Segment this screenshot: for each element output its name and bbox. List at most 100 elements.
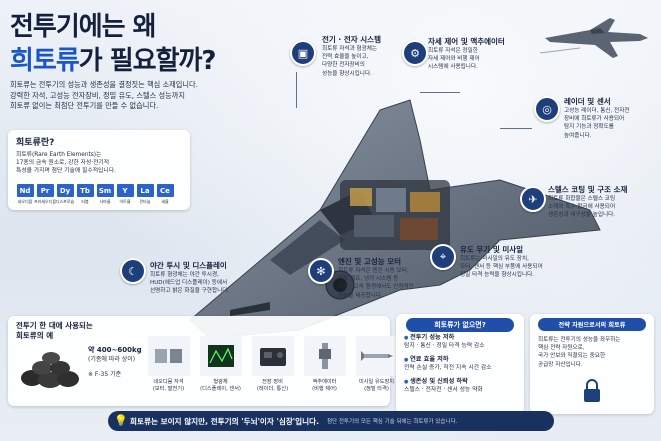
without-item-title: 전투기 성능 저하: [404, 334, 485, 343]
ree-heading: 희토류란?: [16, 138, 55, 148]
element-tile: Nd 네오디뮴: [16, 184, 34, 205]
ree-desc-line: 17종의 금속 원소로, 강한 자성·전기적: [16, 160, 110, 166]
lightbulb-icon: 💡: [114, 414, 128, 427]
usage-amount-value: 약 400~600kg: [88, 346, 142, 354]
callout-desc: 소재와 특수 합금에 사용되어: [548, 204, 616, 211]
element-name: 디스프로슘: [55, 199, 75, 204]
footer-banner: 💡 희토류는 보이지 않지만, 전투기의 '두뇌'이자 '심장'입니다. 첨단 …: [108, 411, 554, 431]
callout-desc: 시스템에 사용됩니다.: [428, 64, 478, 71]
part-name: 형광체: [213, 379, 228, 385]
callout-desc: 희토류 자석과 형광체는: [322, 46, 378, 52]
usage-heading: 전투기 한 대에 사용되는 희토류의 예: [16, 321, 93, 341]
callout-desc: 희토류 자석은 정밀한: [428, 48, 478, 54]
callout-stealth-text: 스텔스 코팅 및 구조 소재 희토류 화합물은 스텔스 코팅 소재와 특수 합금…: [548, 184, 627, 220]
usage-card: 전투기 한 대에 사용되는 희토류의 예 약 400~600kg (기종에 따라…: [8, 316, 398, 406]
connector-line: [296, 72, 298, 108]
strategic-desc-line: 핵심 전략 자원으로,: [538, 345, 585, 352]
part-use: (정밀 타격): [364, 386, 389, 392]
callout-radar: ◎: [534, 96, 560, 122]
callout-desc: 희토류 형광체는 야간 투시경,: [150, 272, 219, 278]
callout-guided-text: 유도 무기 및 미사일 희토류는 미사일의 유도 장치, 모터, 센서 등 핵심…: [460, 244, 543, 280]
callout-desc: 다양한 전자장비의: [322, 62, 365, 69]
title-line-2-rest: 가 필요할까?: [78, 46, 217, 76]
missile-icon: [355, 336, 398, 376]
callout-night-text: 야간 투시 및 디스플레이 희토류 형광체는 야간 투시경, HUD(헤드업 디…: [150, 260, 229, 296]
element-tile: La 란타늄: [136, 184, 154, 205]
element-name: 터븀: [81, 199, 89, 204]
actuator-icon: [303, 336, 346, 376]
callout-desc: 연료 펌프, 냉각 시스템 등: [338, 276, 399, 283]
callout-desc: 자세 제어와 비행 제어: [428, 56, 480, 63]
electronics-box-icon: [251, 336, 294, 376]
engine-fan-icon: ✻: [308, 258, 334, 284]
part-magnet: 네오디뮴 자석 (모터, 발전기): [146, 336, 191, 393]
strategic-desc-line: 희토류는 전투기의 성능을 좌우하는: [538, 337, 621, 343]
callout-desc: 선명하고 밝은 화질을 구현합니다.: [150, 288, 230, 295]
callout-desc: 정밀 타격 능력을 향상시킵니다.: [460, 272, 535, 279]
footer-sub-text: 첨단 전투기의 모든 핵심 기술 뒤에는 희토류가 있습니다.: [326, 419, 458, 425]
element-symbol: Sm: [96, 184, 114, 197]
element-name: 네오디뮴: [17, 199, 33, 204]
element-name: 프라세오디뮴: [33, 199, 57, 204]
callout-title: 레이더 및 센서: [564, 97, 611, 106]
ree-desc-line: 특성을 가지며 첨단 기술에 필수적입니다.: [16, 168, 116, 174]
chip-icon: ▣: [290, 40, 316, 66]
stealth-jet-icon: ✈: [520, 186, 546, 212]
usage-basis-note: ※ F-35 기준: [88, 371, 122, 378]
part-actuator: 액추에이터 (비행 제어): [302, 336, 347, 393]
callout-electric: ▣: [290, 40, 316, 66]
element-symbol: Nd: [16, 184, 34, 197]
element-tile: Tb 터븀: [76, 184, 94, 205]
parts-list: 네오디뮴 자석 (모터, 발전기) 형광체 (디스플레이, 센서) 전장 장비 …: [146, 336, 399, 393]
strategic-desc: 희토류는 전투기의 성능을 좌우하는 핵심 전략 자원으로, 국가 안보와 직결…: [538, 336, 621, 369]
fighter-jet-cutaway-image: [189, 99, 601, 339]
strategic-card: 전략 자원으로서의 희토류 희토류는 전투기의 성능을 좌우하는 핵심 전략 자…: [530, 314, 654, 414]
part-use: (모터, 발전기): [152, 386, 185, 392]
element-symbol: Y: [116, 184, 134, 197]
callout-desc: 희토류 화합물은 스텔스 코팅: [548, 196, 616, 202]
radar-dish-icon: ◎: [534, 96, 560, 122]
title-highlight: 희토류: [10, 46, 80, 76]
strategic-desc-line: 공급망 자산입니다.: [538, 361, 583, 368]
callout-desc: 탐지 기능과 정확도를: [564, 124, 614, 131]
element-symbol: Tb: [76, 184, 94, 197]
element-symbol: La: [136, 184, 154, 197]
callout-attitude: ⚙: [402, 40, 428, 66]
ree-info-card: 희토류란? 희토류(Rare Earth Elements)는 17종의 금속 …: [8, 130, 190, 210]
callout-desc: 장비에 희토류가 사용되어: [564, 116, 625, 123]
without-card: 희토류가 없으면? 전투기 성능 저하 탐지 · 통신 · 정밀 타격 능력 감…: [396, 314, 524, 414]
callout-desc: 고온 · 고속 환경에서도 안정적인: [338, 284, 414, 291]
strategic-desc-line: 국가 안보와 직결되는 중요한: [538, 353, 606, 360]
callout-desc: 성능을 향상시킵니다.: [322, 70, 372, 77]
connector-line: [470, 198, 520, 199]
without-item: 연료 효율 저하 전력 손실 증가, 작전 지속 시간 감소: [404, 356, 492, 372]
callout-guided: ⌖: [430, 244, 456, 270]
connector-line: [420, 92, 460, 93]
part-electronics: 전장 장비 (레이더, 통신): [250, 336, 295, 393]
callout-electric-text: 전기 · 전자 시스템 희토류 자석과 형광체는 전력 효율을 높이고, 다양한…: [322, 34, 381, 78]
element-name: 사마륨: [99, 199, 111, 204]
part-use: (디스플레이, 센서): [200, 386, 241, 392]
callout-desc: 높여줍니다.: [564, 132, 592, 139]
callout-title: 유도 무기 및 미사일: [460, 245, 524, 254]
strategic-title: 전략 자원으로서의 희토류: [538, 318, 646, 331]
ree-desc: 희토류(Rare Earth Elements)는 17종의 금속 원소로, 강…: [16, 151, 182, 175]
connector-line: [500, 128, 532, 129]
callout-desc: 모터, 센서 등 핵심 부품에 사용되어: [460, 264, 543, 271]
part-phosphor: 형광체 (디스플레이, 센서): [198, 336, 243, 393]
element-name: 란타늄: [139, 199, 151, 204]
callout-desc: 희토류는 미사일의 유도 장치,: [460, 256, 529, 262]
part-name: 네오디뮴 자석: [153, 379, 184, 385]
callout-night: ☾: [120, 258, 146, 284]
phosphor-icon: [199, 336, 242, 376]
callout-attitude-text: 자세 제어 및 액추에이터 희토류 자석은 정밀한 자세 제어와 비행 제어 시…: [428, 36, 505, 72]
title-line-2: 희토류가 필요할까?: [10, 40, 216, 77]
callout-title: 자세 제어 및 액추에이터: [428, 37, 505, 46]
callout-engine-text: 엔진 및 고성능 모터 희토류 자석은 엔진 시동 모터, 연료 펌프, 냉각 …: [338, 256, 414, 300]
without-item-desc: 전력 손실 증가, 작전 지속 시간 감소: [404, 364, 492, 371]
footer-main-text: 희토류는 보이지 않지만, 전투기의 '두뇌'이자 '심장'입니다.: [130, 416, 319, 426]
night-vision-icon: ☾: [120, 258, 146, 284]
